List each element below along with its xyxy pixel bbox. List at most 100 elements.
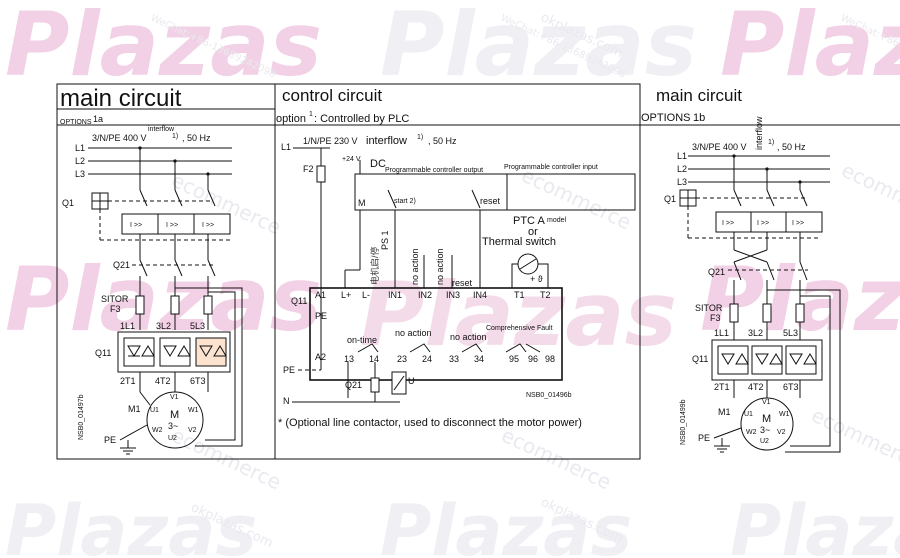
control-contact-number: 23 xyxy=(397,354,407,364)
left-motor-terminal: W1 xyxy=(188,407,199,414)
control-ptc-or: or xyxy=(528,226,538,238)
right-line-label: L2 xyxy=(677,164,687,174)
control-plc-output: Programmable controller output xyxy=(385,167,483,174)
control-supply-note: 1) xyxy=(417,134,423,141)
left-line-label: L3 xyxy=(75,169,85,179)
control-motor-start-stop: 电机启/停 xyxy=(369,246,380,285)
left-motor xyxy=(146,391,204,449)
right-thyristor-pair xyxy=(785,345,817,375)
left-motor-terminal: W2 xyxy=(152,427,163,434)
right-supply-note: 1) xyxy=(768,139,774,146)
control-plc-input-box xyxy=(506,173,636,211)
left-supply-freq: , 50 Hz xyxy=(182,133,211,143)
control-contact-number: 95 xyxy=(509,354,519,364)
left-terminal: 5L3 xyxy=(190,321,205,331)
left-drawing-code: NSB0_01497b xyxy=(78,394,85,440)
right-terminal: 6T3 xyxy=(783,382,799,392)
left-line-label: L2 xyxy=(75,156,85,166)
left-sitor-label: SITOR xyxy=(101,294,129,304)
control-pe-rail: PE xyxy=(283,365,295,375)
right-motor-terminal: W2 xyxy=(746,429,757,436)
left-terminal: 1L1 xyxy=(120,321,135,331)
control-on-time: on-time xyxy=(347,335,377,345)
right-m1-label: M1 xyxy=(718,407,731,417)
control-supply: 1/N/PE 230 V xyxy=(303,136,358,146)
diagram-frame xyxy=(56,83,641,460)
control-input: IN4 xyxy=(473,290,487,300)
left-q21-label: Q21 xyxy=(113,260,130,270)
right-fuse xyxy=(762,303,772,323)
left-motor-terminal: U2 xyxy=(168,435,177,442)
right-motor-terminal: U1 xyxy=(744,411,753,418)
control-reset: reset xyxy=(480,196,501,206)
right-sitor-label: SITOR xyxy=(695,303,723,313)
control-input: IN3 xyxy=(446,290,460,300)
control-drawing-code: NSB0_01496b xyxy=(526,392,572,399)
left-supply-note: 1) xyxy=(172,133,178,140)
left-line-label: L1 xyxy=(75,143,85,153)
left-variant: 1a xyxy=(93,114,103,124)
left-f3-label: F3 xyxy=(110,304,121,314)
control-no-action-1: no action xyxy=(395,328,432,338)
right-q21-label: Q21 xyxy=(708,267,725,277)
control-q11: Q11 xyxy=(291,296,307,306)
left-main-circuit: main circuit OPTIONS 1a 3/N/PE 400 V int… xyxy=(60,85,243,455)
left-relay-mark: I >> xyxy=(130,222,142,229)
right-fuse xyxy=(729,303,739,323)
left-terminal: 2T1 xyxy=(120,376,136,386)
control-reset-2: reset xyxy=(452,278,473,288)
control-no-action-2: no action xyxy=(450,332,487,342)
control-t1: T1 xyxy=(514,290,525,300)
right-fuse xyxy=(795,303,805,323)
right-motor-m: M xyxy=(762,413,771,425)
right-pe-label: PE xyxy=(698,433,710,443)
right-supply-freq: , 50 Hz xyxy=(777,142,806,152)
right-title: main circuit xyxy=(656,86,742,105)
control-ptc-model: model xyxy=(547,217,567,224)
left-q11-label: Q11 xyxy=(95,348,111,358)
right-terminal: 2T1 xyxy=(714,382,730,392)
control-q21: Q21 xyxy=(345,380,362,390)
control-option-sup: 1 xyxy=(309,111,313,118)
control-no-action: no action xyxy=(410,248,420,285)
left-thyristor-pair xyxy=(159,337,191,367)
right-line-label: L1 xyxy=(677,151,687,161)
control-dc: DC xyxy=(370,158,386,170)
right-overcurrent-relay xyxy=(715,211,823,233)
control-m: M xyxy=(358,198,366,208)
control-contact-number: 24 xyxy=(422,354,432,364)
control-q21-coil xyxy=(370,377,380,393)
control-fuse xyxy=(316,165,326,183)
control-t2: T2 xyxy=(540,290,551,300)
left-relay-mark: I >> xyxy=(166,222,178,229)
left-relay-mark: I >> xyxy=(202,222,214,229)
control-circuit: control circuit option 1 : Controlled by… xyxy=(276,86,636,429)
left-fuse xyxy=(170,295,180,315)
control-supply-freq: , 50 Hz xyxy=(428,136,457,146)
control-input: IN1 xyxy=(388,290,402,300)
right-drawing-code: NSB0_01499b xyxy=(680,399,687,445)
control-no-action: no action xyxy=(435,248,445,285)
left-motor-phase: 3~ xyxy=(168,421,178,431)
right-motor-terminal: W1 xyxy=(779,411,790,418)
control-ptc: PTC A xyxy=(513,215,545,227)
right-main-circuit: main circuit OPTIONS 1b interflow 3/N/PE… xyxy=(641,86,841,453)
right-terminal: 3L2 xyxy=(748,328,763,338)
right-options-label: OPTIONS xyxy=(641,112,691,124)
control-contact-number: 96 xyxy=(528,354,538,364)
control-contact-number: 14 xyxy=(369,354,379,364)
left-motor-m: M xyxy=(170,409,179,421)
control-option-text: : Controlled by PLC xyxy=(314,113,409,125)
right-terminal: 1L1 xyxy=(714,328,729,338)
control-supply-interflow: interflow xyxy=(366,135,407,147)
right-thyristor-pair xyxy=(717,345,749,375)
left-supply: 3/N/PE 400 V xyxy=(92,133,147,143)
right-terminal: 5L3 xyxy=(783,328,798,338)
right-motor-terminal: V1 xyxy=(762,399,771,406)
right-q11-label: Q11 xyxy=(692,354,708,364)
left-fuse xyxy=(203,295,213,315)
control-note: * (Optional line contactor, used to disc… xyxy=(278,417,582,429)
right-supply-interflow: interflow xyxy=(754,116,764,150)
left-motor-terminal: V1 xyxy=(170,394,179,401)
